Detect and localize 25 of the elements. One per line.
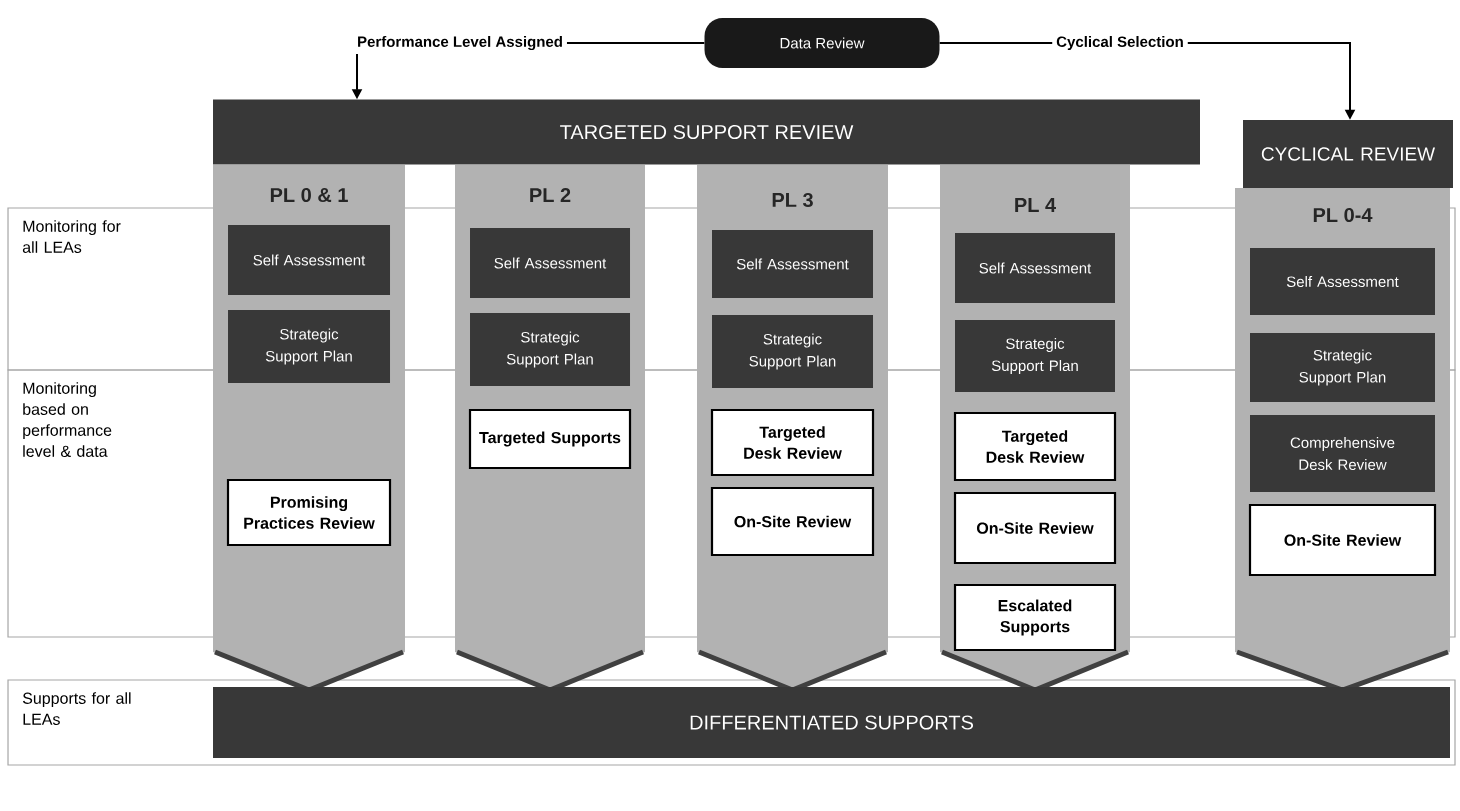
review-box: Promising Practices Review: [226, 478, 392, 547]
process-box: Comprehensive Desk Review: [1250, 415, 1435, 492]
review-box: Targeted Desk Review: [953, 411, 1117, 482]
review-box: On-Site Review: [1248, 503, 1437, 577]
review-box: Targeted Supports: [468, 408, 632, 470]
process-box: Self Assessment: [712, 230, 873, 298]
data-review-pill: Data Review: [704, 18, 940, 68]
supports-bar: DIFFERENTIATED SUPPORTS: [213, 687, 1450, 758]
review-box: On-Site Review: [710, 486, 875, 557]
review-box: On-Site Review: [953, 491, 1117, 565]
header-bar: CYCLICAL REVIEW: [1243, 120, 1453, 188]
review-box: Targeted Desk Review: [710, 408, 875, 477]
edge-label: Performance Level Assigned: [353, 31, 567, 55]
review-box: Escalated Supports: [953, 583, 1117, 652]
edge-label: Cyclical Selection: [1052, 32, 1188, 54]
process-box: Strategic Support Plan: [712, 315, 873, 388]
process-box: Strategic Support Plan: [1250, 333, 1435, 402]
process-box: Strategic Support Plan: [470, 313, 630, 386]
header-bar: TARGETED SUPPORT REVIEW: [213, 99, 1200, 165]
process-box: Self Assessment: [1250, 248, 1435, 315]
process-box: Strategic Support Plan: [955, 320, 1115, 392]
process-box: Self Assessment: [955, 233, 1115, 303]
process-box: Strategic Support Plan: [228, 310, 390, 383]
process-box: Self Assessment: [470, 228, 630, 298]
process-box: Self Assessment: [228, 225, 390, 295]
